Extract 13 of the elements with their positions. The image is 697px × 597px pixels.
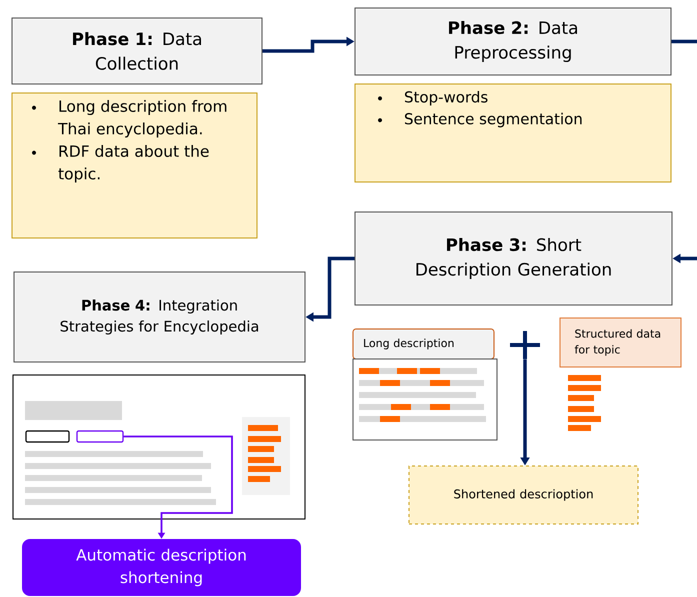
highlight-box — [76, 430, 124, 443]
plus-icon — [510, 331, 540, 359]
phase-box: Phase 3: Short Description Generation — [354, 212, 672, 306]
card-tab: Long description — [352, 328, 494, 360]
phase-box: Phase 1: Data Collection — [12, 18, 262, 84]
arrow — [672, 40, 697, 264]
phase-box: Phase 2: Data Preprocessing — [354, 8, 672, 76]
result-box: Automatic description shortening — [22, 539, 301, 596]
data-box: Structured data for topic — [560, 318, 682, 368]
notes-box: Long description from Thai encyclopedia. RDF data about the topic. — [12, 92, 258, 238]
phase-box: Phase 4: Integration Strategies for Encyclopedia — [14, 272, 306, 362]
output-box: Shortened descrioption — [408, 466, 638, 524]
notes-box: Stop-words Sentence segmentation — [354, 84, 672, 182]
